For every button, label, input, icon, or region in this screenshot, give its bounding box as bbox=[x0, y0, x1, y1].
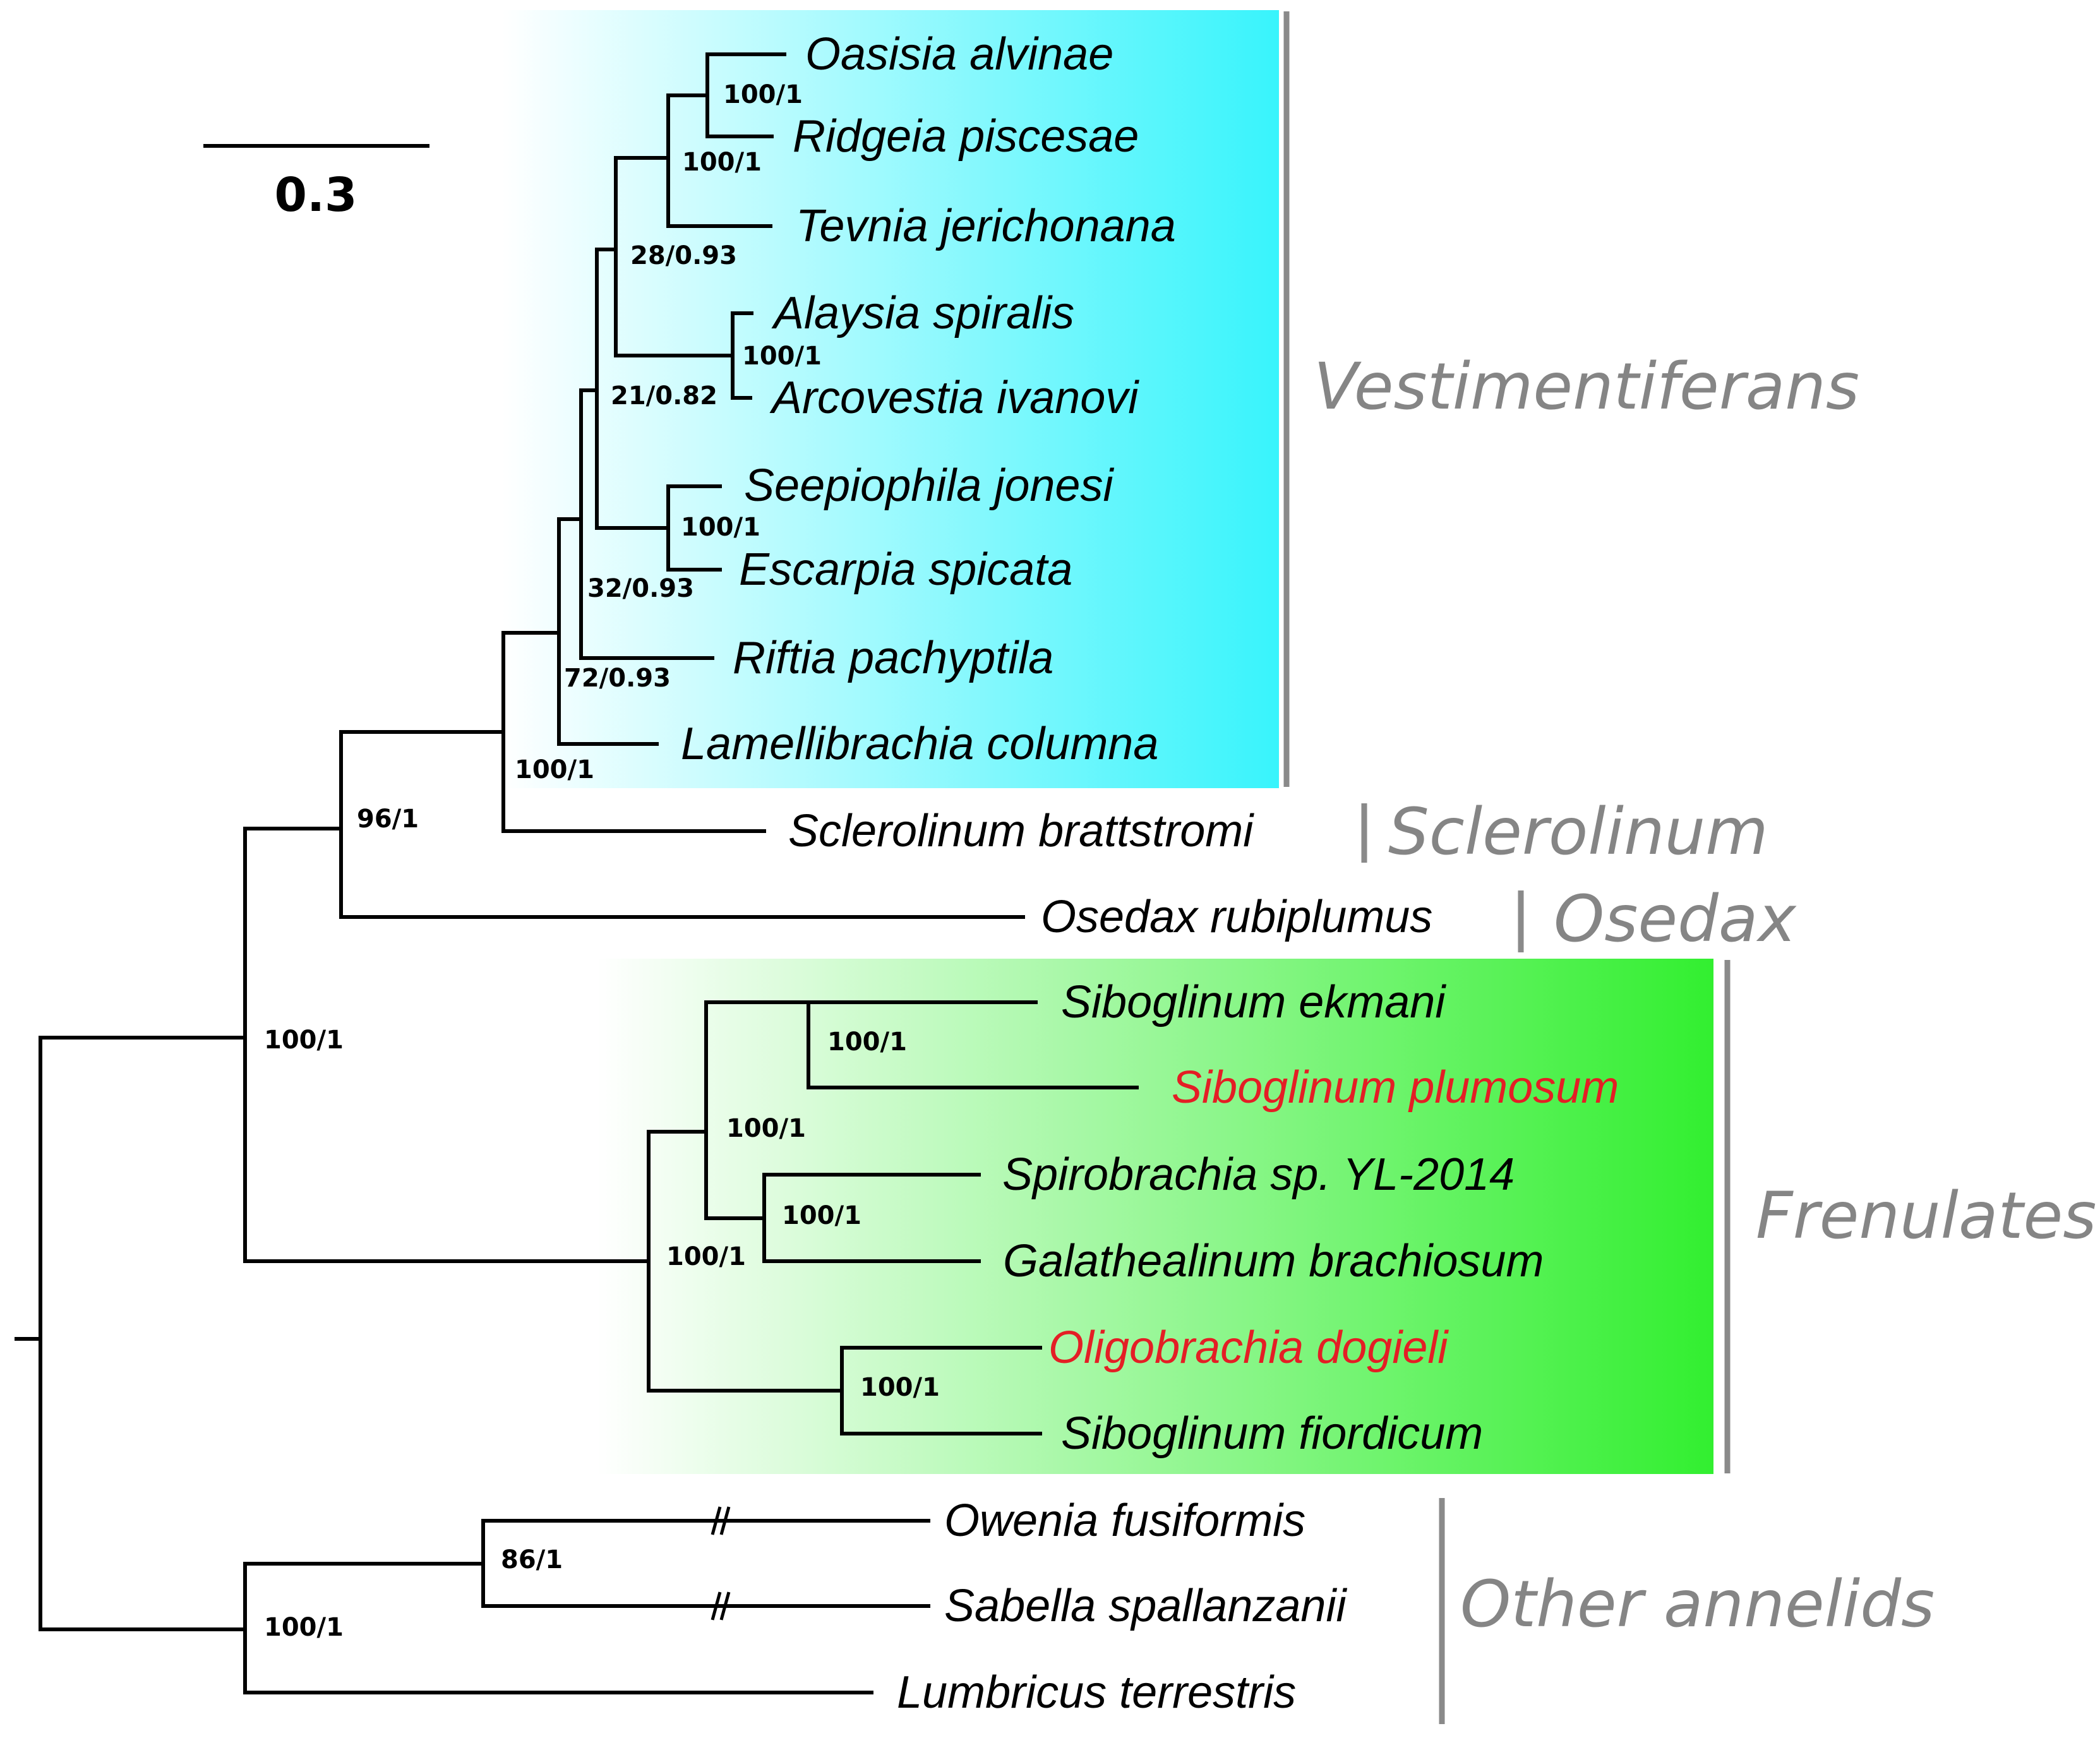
support-value: 100/1 bbox=[666, 1242, 746, 1271]
taxon-label: Galathealinum brachiosum bbox=[1003, 1236, 1544, 1286]
support-values: 100/1 100/1 28/0.93 100/1 21/0.82 100/1 … bbox=[264, 80, 940, 1642]
taxon-label: Tevnia jerichonana bbox=[796, 201, 1176, 251]
support-value: 100/1 bbox=[726, 1114, 806, 1143]
support-value: 100/1 bbox=[827, 1028, 907, 1057]
taxon-labels: Oasisia alvinae Ridgeia piscesae Tevnia … bbox=[681, 29, 1619, 1718]
support-value: 100/1 bbox=[264, 1613, 344, 1642]
branch-break-owenia bbox=[711, 1506, 722, 1535]
branch-break-marks bbox=[711, 1506, 731, 1621]
branch-break-owenia bbox=[719, 1506, 731, 1535]
clade-label-vestimentiferans: Vestimentiferans bbox=[1314, 349, 1859, 424]
clade-label-osedax: Osedax bbox=[1554, 882, 1797, 957]
branch-break-sabella bbox=[719, 1591, 731, 1621]
support-value: 86/1 bbox=[501, 1545, 563, 1574]
support-value: 100/1 bbox=[723, 80, 803, 109]
support-value: 32/0.93 bbox=[587, 574, 694, 603]
clade-label-sclerolinum: Sclerolinum bbox=[1388, 794, 1768, 870]
taxon-label: Owenia fusiformis bbox=[944, 1495, 1305, 1546]
taxon-label-highlighted: Oligobrachia dogieli bbox=[1048, 1322, 1449, 1373]
frenulates-highlight-box bbox=[445, 959, 1713, 1474]
support-value: 100/1 bbox=[742, 342, 822, 371]
support-value: 21/0.82 bbox=[611, 381, 717, 411]
taxon-label: Riftia pachyptila bbox=[733, 633, 1053, 683]
support-value: 100/1 bbox=[264, 1026, 344, 1055]
taxon-label: Siboglinum ekmani bbox=[1061, 977, 1446, 1028]
support-value: 28/0.93 bbox=[630, 241, 737, 270]
support-value: 72/0.93 bbox=[564, 664, 671, 693]
support-value: 100/1 bbox=[682, 148, 762, 177]
taxon-label: Alaysia spiralis bbox=[771, 288, 1074, 339]
clade-brackets bbox=[1283, 11, 1731, 1724]
clade-label-frenulates: Frenulates bbox=[1756, 1178, 2096, 1254]
taxon-label: Sclerolinum brattstromi bbox=[788, 806, 1254, 856]
clade-label-other-annelids: Other annelids bbox=[1460, 1567, 1935, 1642]
taxon-label: Ridgeia piscesae bbox=[793, 111, 1139, 162]
taxon-label: Seepiophila jonesi bbox=[744, 460, 1114, 511]
support-value: 96/1 bbox=[357, 805, 419, 834]
taxon-label: Arcovestia ivanovi bbox=[769, 373, 1139, 423]
support-value: 100/1 bbox=[860, 1373, 940, 1402]
taxon-label-highlighted: Siboglinum plumosum bbox=[1172, 1062, 1619, 1113]
taxon-label: Lamellibrachia columna bbox=[681, 719, 1158, 769]
support-value: 100/1 bbox=[782, 1201, 861, 1230]
support-value: 100/1 bbox=[515, 755, 594, 784]
clade-labels: Vestimentiferans Sclerolinum Osedax Fren… bbox=[1314, 349, 2096, 1642]
taxon-label: Spirobrachia sp. YL-2014 bbox=[1002, 1149, 1515, 1200]
support-value: 100/1 bbox=[681, 513, 760, 542]
scale-bar-label: 0.3 bbox=[274, 168, 357, 222]
taxon-label: Escarpia spicata bbox=[739, 544, 1072, 595]
taxon-label: Lumbricus terrestris bbox=[897, 1667, 1296, 1718]
taxon-label: Siboglinum fiordicum bbox=[1061, 1408, 1483, 1459]
branch-break-sabella bbox=[711, 1591, 722, 1621]
tree-branches bbox=[15, 52, 1139, 1694]
taxon-label: Osedax rubiplumus bbox=[1041, 892, 1432, 942]
taxon-label: Oasisia alvinae bbox=[805, 29, 1113, 80]
taxon-label: Sabella spallanzanii bbox=[944, 1581, 1347, 1631]
